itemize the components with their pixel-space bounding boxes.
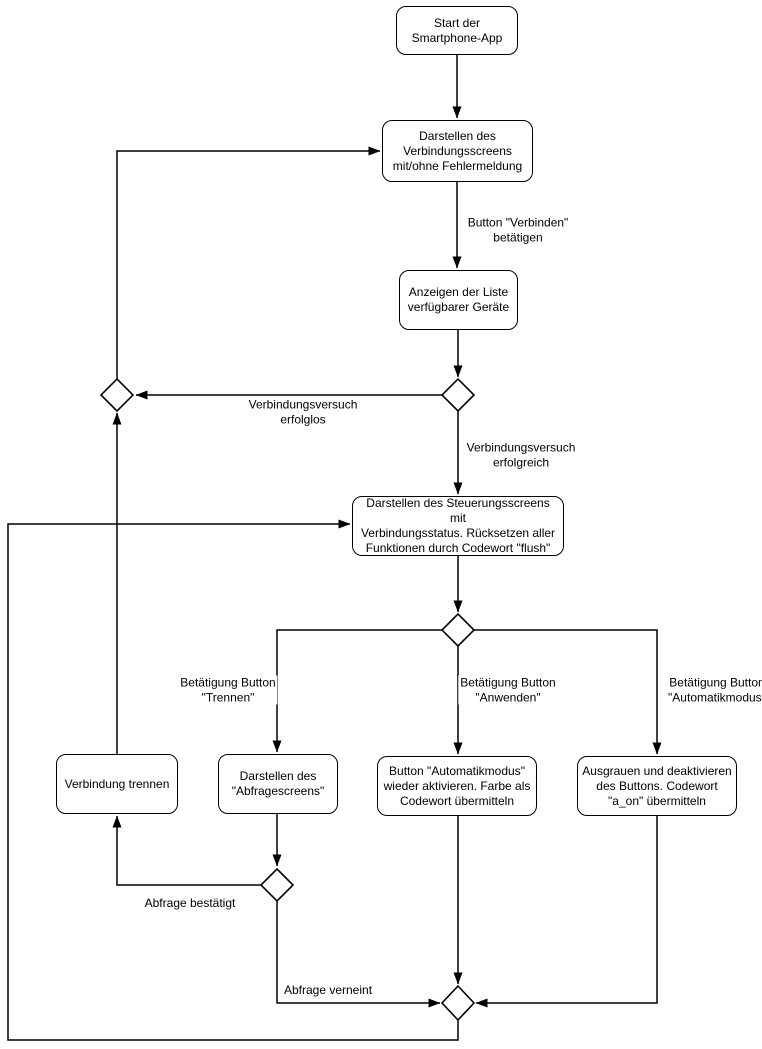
edge-label-trennen: Betätigung Button "Trennen"	[178, 675, 278, 705]
edge-decision-links-to-verbindungsscreen	[116, 146, 381, 379]
node-abfragescreen: Darstellen des "Abfragescreens"	[218, 754, 338, 814]
node-verbindung-trennen: Verbindung trennen	[56, 754, 178, 814]
edge-automatikmodus-to-aktion	[474, 629, 662, 755]
node-geraeteliste: Anzeigen der Liste verfügbarer Geräte	[399, 270, 518, 330]
node-verbindungsscreen: Darstellen des Verbindungsscreens mit/oh…	[382, 120, 533, 182]
node-anwenden-aktion: Button "Automatikmodus" wieder aktiviere…	[377, 756, 537, 816]
decision-diamond-abfrage	[259, 867, 295, 903]
node-steuerungsscreen: Darstellen des Steuerungsscreens mit Ver…	[352, 496, 564, 556]
edge-label-erfolglos: Verbindungsversuch erfolglos	[246, 397, 360, 427]
decision-diamond-sammel	[440, 984, 476, 1022]
edge-label-abfrage-bestaetigt: Abfrage bestätigt	[142, 895, 238, 911]
edge-label-abfrage-verneint: Abfrage verneint	[281, 982, 375, 998]
edge-bestaetigt-to-verbindung-trennen	[112, 815, 261, 886]
edge-sammel-loop-to-steuerungsscreen	[7, 519, 459, 1041]
decision-diamond-verbindungsversuch	[440, 377, 476, 413]
decision-diamond-links	[99, 377, 135, 413]
edge-label-erfolgreich: Verbindungsversuch erfolgreich	[464, 440, 578, 470]
decision-diamond-buttons	[440, 612, 476, 648]
edge-label-verbinden: Button "Verbinden" betätigen	[465, 215, 571, 245]
node-automatikmodus-aktion: Ausgrauen und deaktivieren des Buttons. …	[577, 756, 737, 816]
edge-automatik-aktion-to-decision-sammel	[475, 816, 658, 1008]
node-start: Start der Smartphone-App	[396, 6, 518, 55]
edge-label-anwenden: Betätigung Button "Anwenden"	[458, 675, 558, 705]
edge-verneint-to-decision-sammel	[276, 901, 441, 1008]
edge-label-automatikmodus: Betätigung Button "Automatikmodus"	[666, 675, 762, 705]
edge-trennen-to-abfragescreen	[272, 629, 442, 753]
